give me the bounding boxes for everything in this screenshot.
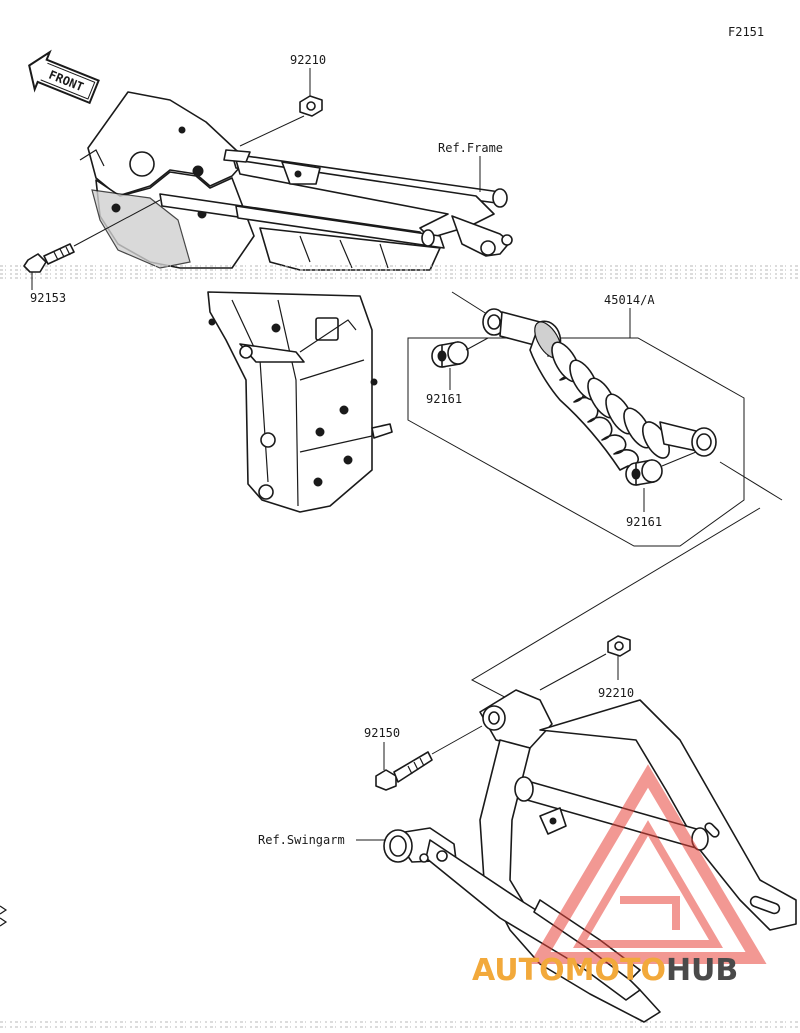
collar-lower-icon — [625, 459, 663, 486]
bolt-top-icon — [23, 243, 75, 273]
watermark-text: AUTOMOTOHUB — [472, 953, 738, 988]
scan-noise-band — [0, 265, 800, 1028]
label-92210-bottom: 92210 — [598, 686, 634, 700]
shock-absorber-drawing — [482, 308, 717, 471]
label-92150: 92150 — [364, 726, 400, 740]
collar-upper-icon — [431, 341, 469, 368]
label-92161-lower: 92161 — [626, 515, 662, 529]
label-92210-top: 92210 — [290, 53, 326, 67]
nut-bottom-icon — [607, 635, 631, 657]
diagram-code: F2151 — [728, 25, 764, 39]
edge-marks — [0, 905, 8, 927]
label-45014-a: 45014/A — [604, 293, 655, 307]
nut-top-icon — [299, 95, 323, 117]
bolt-bottom-icon — [375, 751, 433, 791]
ref-frame-label: Ref.Frame — [438, 141, 503, 155]
triangle-logo-icon — [529, 764, 767, 964]
label-92153: 92153 — [30, 291, 66, 305]
frame-lower-drawing — [207, 291, 393, 513]
shock-callout-box — [407, 337, 745, 547]
front-arrow-icon: FRONT — [28, 49, 100, 105]
watermark-logo: AUTOMOTOHUB — [472, 764, 767, 988]
label-92161-upper: 92161 — [426, 392, 462, 406]
ref-swingarm-label: Ref.Swingarm — [258, 833, 345, 847]
frame-drawing — [79, 91, 513, 271]
